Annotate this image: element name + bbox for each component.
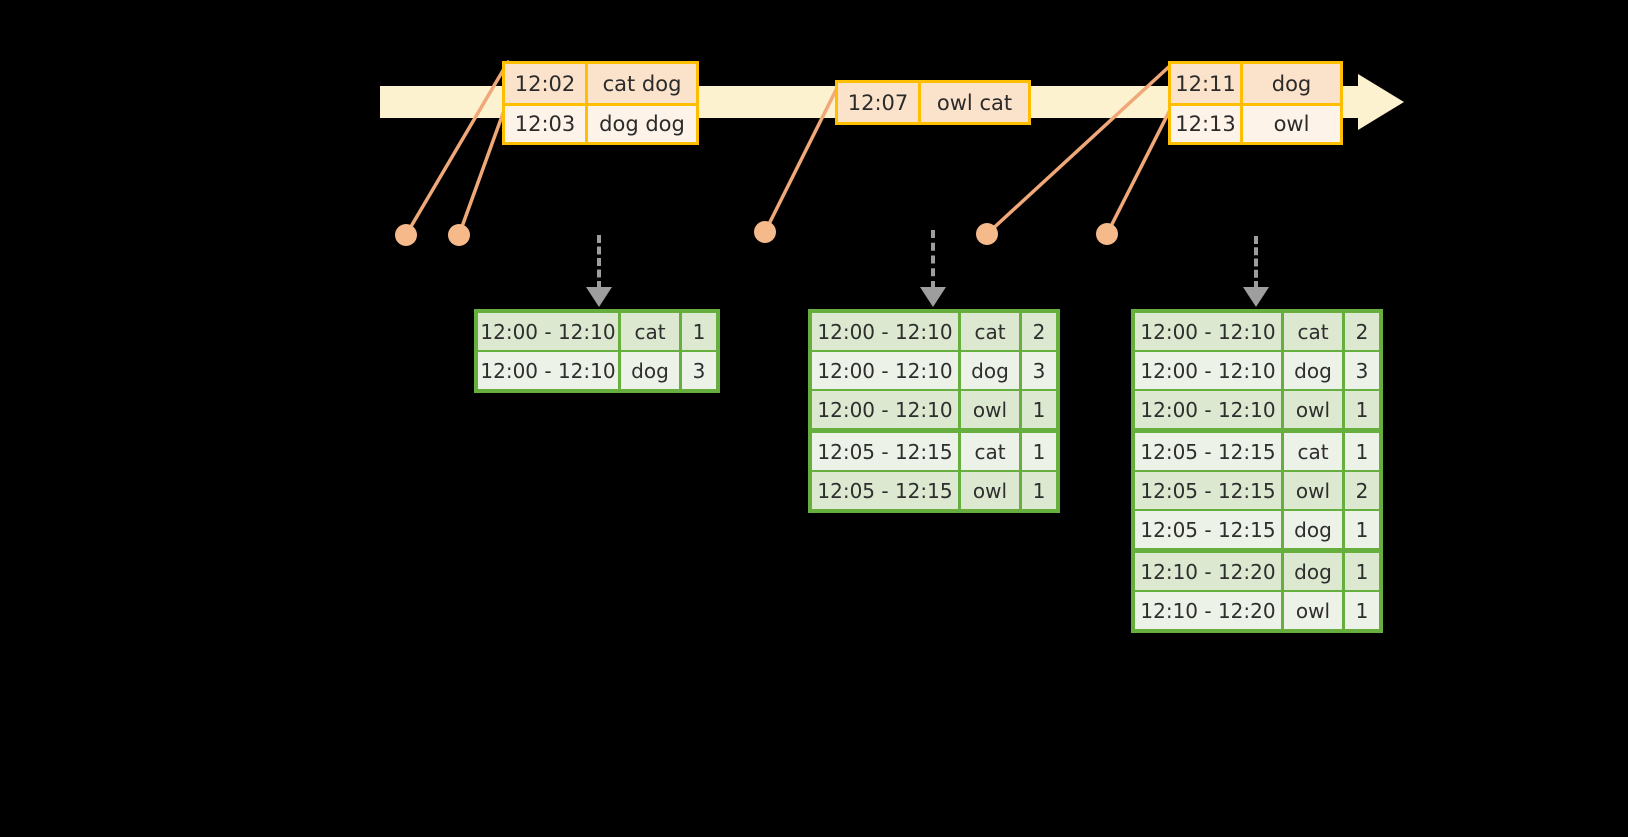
table-cell-count: 1 (1022, 472, 1056, 509)
connector-dot (754, 221, 776, 243)
event-time: 12:03 (505, 106, 588, 142)
timeline-arrowhead-icon (1358, 74, 1404, 130)
connector-dot (448, 224, 470, 246)
event-box-2: 12:07 owl cat (835, 80, 1031, 125)
event-row: 12:02 cat dog (505, 64, 696, 103)
table-cell-key: dog (1284, 553, 1342, 590)
table-cell-key: owl (1284, 391, 1342, 428)
event-row: 12:07 owl cat (838, 83, 1028, 122)
table-cell-key: dog (1284, 352, 1342, 389)
dashed-arrow-icon (586, 235, 612, 307)
table-cell-count: 1 (1022, 391, 1056, 428)
table-cell-key: dog (621, 352, 679, 389)
table-cell-count: 1 (1345, 553, 1379, 590)
dashed-arrow-icon (1243, 236, 1269, 307)
event-row: 12:13 owl (1171, 103, 1340, 142)
table-cell-count: 1 (1345, 391, 1379, 428)
table-cell-key: owl (961, 472, 1019, 509)
table-cell-window: 12:05 - 12:15 (812, 433, 958, 470)
table-cell-count: 2 (1345, 313, 1379, 350)
table-cell-key: cat (1284, 433, 1342, 470)
table-cell-window: 12:10 - 12:20 (1135, 592, 1281, 629)
table-cell-key: dog (961, 352, 1019, 389)
table-cell-key: cat (621, 313, 679, 350)
table-cell-key: cat (1284, 313, 1342, 350)
event-time: 12:02 (505, 64, 588, 103)
table-cell-count: 1 (1345, 592, 1379, 629)
table-cell-window: 12:00 - 12:10 (1135, 391, 1281, 428)
table-cell-window: 12:05 - 12:15 (812, 472, 958, 509)
table-cell-window: 12:00 - 12:10 (478, 352, 618, 389)
table-cell-key: dog (1284, 511, 1342, 548)
table-cell-count: 3 (1022, 352, 1056, 389)
connector-line (1105, 102, 1175, 236)
event-row: 12:11 dog (1171, 64, 1340, 103)
table-cell-key: cat (961, 433, 1019, 470)
table-cell-count: 1 (682, 313, 716, 350)
table-cell-window: 12:00 - 12:10 (812, 352, 958, 389)
table-cell-count: 3 (682, 352, 716, 389)
table-cell-window: 12:00 - 12:10 (1135, 352, 1281, 389)
table-cell-count: 1 (1345, 433, 1379, 470)
table-cell-count: 1 (1022, 433, 1056, 470)
event-time: 12:07 (838, 83, 921, 122)
table-cell-key: cat (961, 313, 1019, 350)
table-cell-window: 12:00 - 12:10 (478, 313, 618, 350)
table-cell-count: 2 (1345, 472, 1379, 509)
event-row: 12:03 dog dog (505, 103, 696, 142)
dashed-arrow-icon (920, 230, 946, 307)
connector-dot (976, 223, 998, 245)
table-cell-count: 1 (1345, 511, 1379, 548)
connector-line (457, 103, 508, 237)
event-value: dog dog (599, 112, 685, 136)
event-time: 12:11 (1171, 64, 1243, 103)
table-cell-key: owl (961, 391, 1019, 428)
event-value: cat dog (602, 71, 682, 96)
table-cell-key: owl (1284, 472, 1342, 509)
table-cell-key: owl (1284, 592, 1342, 629)
event-time: 12:13 (1171, 106, 1243, 142)
table-cell-window: 12:00 - 12:10 (812, 313, 958, 350)
table-cell-window: 12:05 - 12:15 (1135, 511, 1281, 548)
event-value: dog (1271, 71, 1312, 96)
table-cell-window: 12:05 - 12:15 (1135, 433, 1281, 470)
event-box-1: 12:02 cat dog 12:03 dog dog (502, 61, 699, 145)
event-value: owl (1273, 112, 1310, 136)
connector-dot (395, 224, 417, 246)
table-cell-count: 3 (1345, 352, 1379, 389)
event-box-3: 12:11 dog 12:13 owl (1168, 61, 1343, 145)
table-cell-count: 2 (1022, 313, 1056, 350)
table-cell-window: 12:00 - 12:10 (812, 391, 958, 428)
event-value: owl cat (936, 90, 1013, 115)
table-cell-window: 12:10 - 12:20 (1135, 553, 1281, 590)
table-cell-window: 12:05 - 12:15 (1135, 472, 1281, 509)
table-cell-window: 12:00 - 12:10 (1135, 313, 1281, 350)
connector-dot (1096, 223, 1118, 245)
